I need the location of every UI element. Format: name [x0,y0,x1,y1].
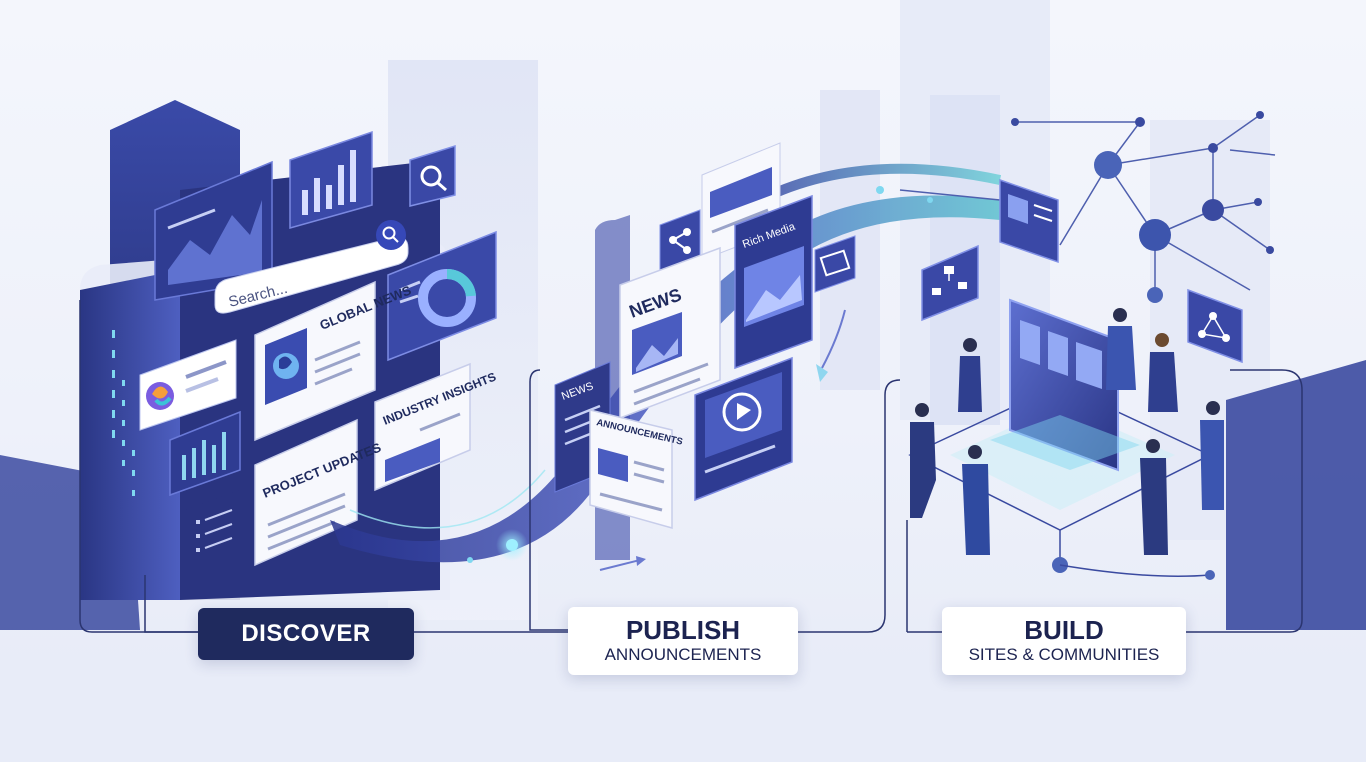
card-news[interactable]: NEWS [619,246,721,420]
network-nodes [1011,111,1274,303]
build-label[interactable]: BUILD SITES & COMMUNITIES [942,607,1186,675]
flow-arrow-icon [636,556,646,566]
person [910,403,936,518]
sitemap-icon [944,266,954,274]
connector-lines [79,300,1303,633]
network-graph [899,114,1276,295]
card-announcements[interactable]: ANNOUNCEMENTS [589,409,684,529]
card-rich-media[interactable]: Rich Media [734,194,813,370]
person [1106,308,1136,390]
search-icon[interactable] [382,226,396,240]
image-icon [819,249,851,277]
discover-label[interactable]: DISCOVER [198,608,414,660]
publish-label[interactable]: PUBLISH ANNOUNCEMENTS [568,607,798,675]
video-card[interactable] [694,356,793,502]
person [962,445,990,555]
card-global-news[interactable]: GLOBAL NEWS [254,280,414,442]
copilot-chip[interactable] [139,339,237,431]
share-icon [672,231,688,241]
sitemap-card [921,244,979,322]
people-group [910,308,1224,555]
chart-card-bars [289,130,373,229]
chart-card-small [169,410,241,497]
publish-title: PUBLISH [625,615,741,645]
discover-title: DISCOVER [241,620,371,647]
person [1200,401,1224,510]
build-subtitle: SITES & COMMUNITIES [968,645,1160,664]
search-bar[interactable]: Search... [214,220,409,314]
person [1140,439,1168,555]
holo-platform [908,298,1215,580]
play-icon[interactable] [722,392,762,432]
publish-subtitle: ANNOUNCEMENTS [604,645,762,664]
share-card[interactable] [659,209,701,271]
list-panel [185,488,245,580]
data-light-dots [112,330,135,496]
search-icon-card [409,144,456,207]
donut-chart-card [387,230,497,362]
image-icon-card [814,235,856,293]
copilot-line [185,360,227,379]
build-top-card [999,178,1059,264]
build-title: BUILD [1024,615,1104,645]
person [958,338,982,412]
share-network-card [1187,288,1243,364]
person [1148,333,1178,412]
